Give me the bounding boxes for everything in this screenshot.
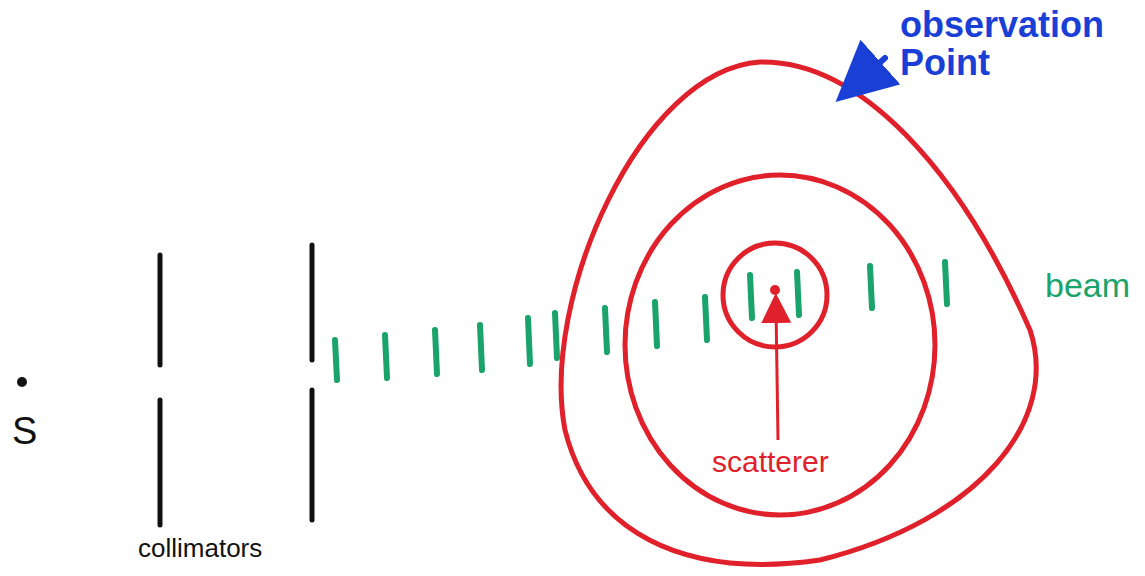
scatterer-label: scatterer xyxy=(712,446,829,478)
observation-dot xyxy=(843,83,855,95)
scattered-waves xyxy=(561,62,1036,564)
source-dot xyxy=(17,377,27,387)
beam-wavefronts xyxy=(335,262,947,380)
beam-label: beam xyxy=(1045,268,1130,304)
collimator-plates xyxy=(160,245,312,525)
observation-label: observation Point xyxy=(900,6,1135,82)
scatterer-dot xyxy=(770,285,780,295)
scatterer-arrow xyxy=(776,308,778,440)
collimators-label: collimators xyxy=(138,535,262,562)
source-label: S xyxy=(12,412,37,452)
observation-arrow xyxy=(858,58,885,82)
